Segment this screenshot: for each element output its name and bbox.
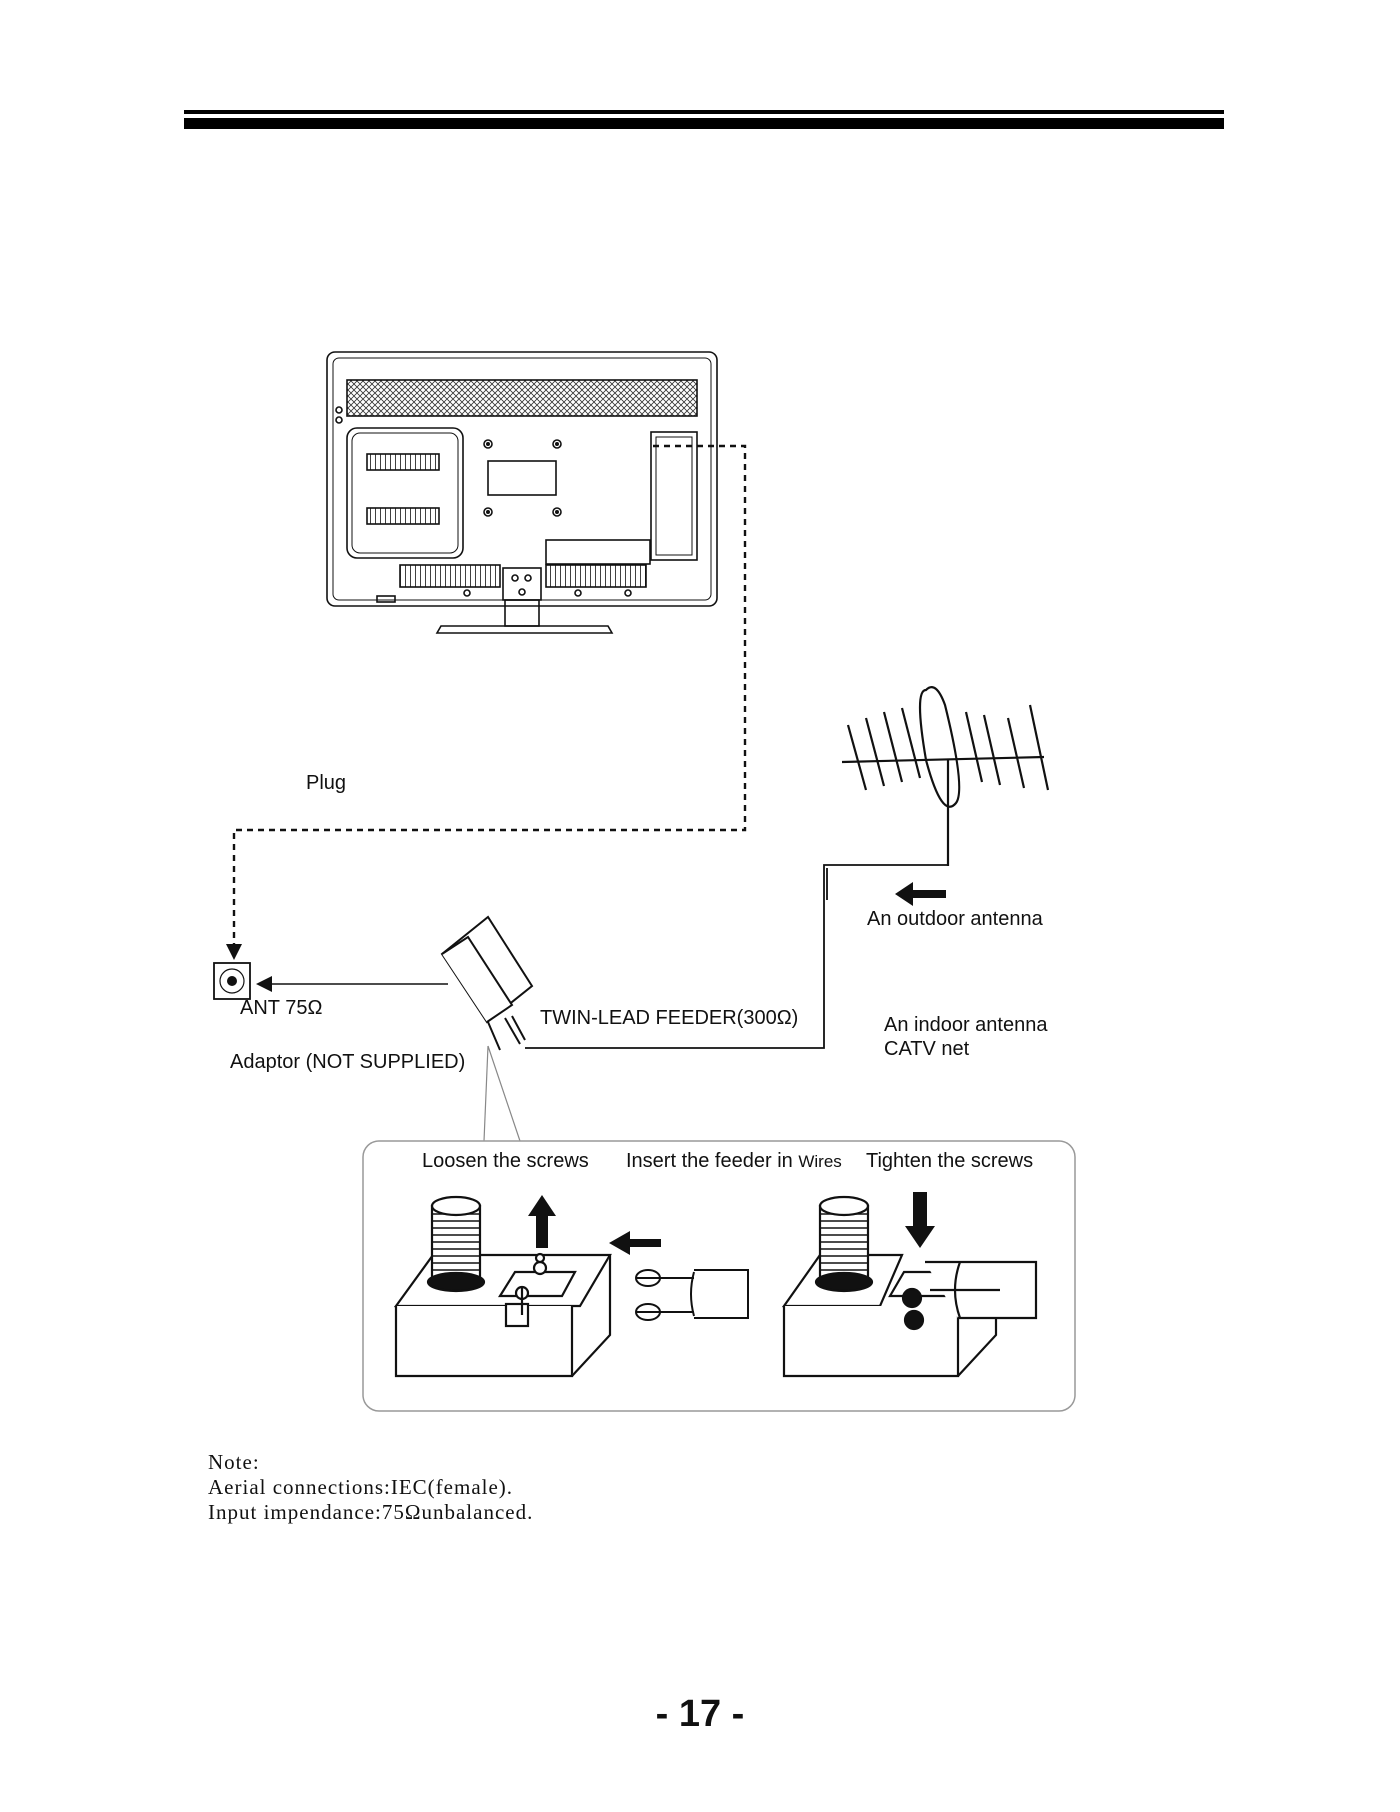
insert-feeder-main: Insert the feeder in [626, 1150, 793, 1172]
catv-net-label: CATV net [884, 1038, 970, 1060]
outdoor-antenna-arrow [895, 882, 946, 906]
tighten-down-arrow [905, 1192, 935, 1248]
tv-rear-view [326, 351, 718, 634]
loosen-screws-label: Loosen the screws [422, 1150, 589, 1172]
header-rule-thin [184, 110, 1224, 114]
plug-arrowhead [226, 944, 242, 960]
tighten-screws-label: Tighten the screws [866, 1150, 1034, 1172]
note-line-1: Aerial connections:IEC(female). [208, 1475, 514, 1499]
feeder-wires-illustration [635, 1269, 749, 1321]
outdoor-antenna-label: An outdoor antenna [867, 908, 1043, 930]
insert-feeder-arrow [609, 1231, 661, 1255]
note-title: Note: [208, 1450, 260, 1474]
adaptor [440, 915, 534, 1051]
twin-lead-feeder-line [525, 864, 948, 1049]
plug-label: Plug [306, 772, 347, 794]
indoor-antenna-label: An indoor antenna [884, 1014, 1048, 1036]
insert-feeder-label: Insert the feeder in Wires [626, 1150, 842, 1173]
loosen-up-arrow [528, 1195, 556, 1248]
header-rule-thick [184, 118, 1224, 129]
ant-arrow [256, 976, 448, 992]
plug-cable-dashed [232, 444, 747, 945]
note-line-2: Input impendance:75Ωunbalanced. [208, 1500, 534, 1524]
tighten-screws-illustration [781, 1195, 1038, 1378]
outdoor-antenna [841, 686, 1050, 866]
twin-lead-label: TWIN-LEAD FEEDER(300Ω) [540, 1007, 799, 1029]
note-block: Note: Aerial connections:IEC(female). In… [208, 1450, 533, 1525]
page-number: - 17 - [655, 1693, 745, 1735]
loosen-screws-illustration [393, 1195, 612, 1378]
ant-label: ANT 75Ω [240, 997, 323, 1019]
detail-callout-lines [483, 1045, 521, 1142]
ant-socket [213, 962, 251, 1000]
adaptor-label: Adaptor (NOT SUPPLIED) [230, 1051, 466, 1073]
insert-feeder-wires: Wires [798, 1152, 842, 1171]
